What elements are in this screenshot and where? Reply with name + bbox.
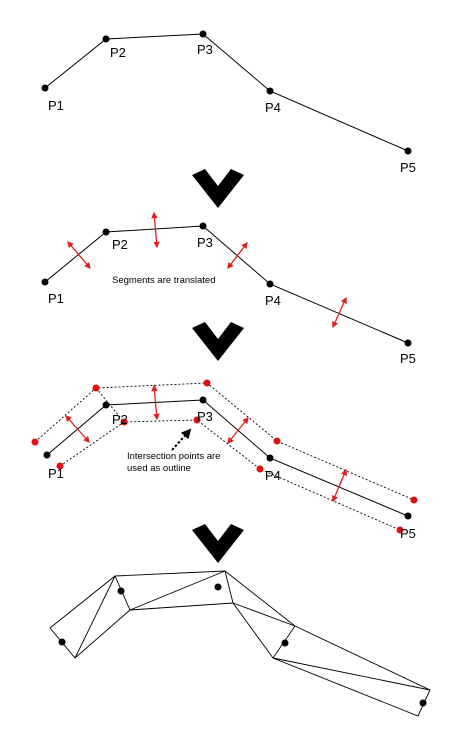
point-p5 (419, 699, 427, 707)
point-p5 (404, 512, 412, 520)
point-p2 (102, 401, 110, 409)
label-p2: P2 (112, 237, 128, 252)
caption-intersection-line2: used as outline (127, 463, 191, 474)
double-headed-arrow-icon (332, 296, 347, 329)
point-p5 (404, 147, 412, 155)
point-p1 (43, 451, 51, 459)
intersection-point (273, 437, 281, 445)
label-p4: P4 (265, 468, 281, 483)
double-headed-arrow-icon (65, 415, 90, 443)
intersection-point (92, 384, 100, 392)
double-headed-arrow-icon (227, 241, 248, 270)
label-p1: P1 (48, 466, 64, 481)
point-p4 (266, 454, 274, 462)
step4-points (58, 583, 427, 707)
point-p4 (281, 639, 289, 647)
label-p1: P1 (48, 291, 64, 306)
point-p2 (117, 587, 125, 595)
double-headed-arrow-icon (227, 416, 249, 445)
intersection-point (193, 416, 201, 424)
point-p1 (58, 638, 66, 646)
point-p2 (102, 228, 110, 236)
point-p4 (266, 87, 274, 95)
step2-polyline: P1 P2 P3 P4 P5 Segments are translated (41, 211, 416, 366)
down-arrow-icon (192, 322, 244, 361)
double-headed-arrow-icon (151, 211, 160, 249)
label-p5: P5 (400, 351, 416, 366)
intersection-point (410, 496, 418, 504)
intersection-point (256, 465, 264, 473)
intersection-point (203, 379, 211, 387)
step1-polyline: P1 P2 P3 P4 P5 (41, 30, 416, 175)
label-p5: P5 (400, 526, 416, 541)
caption-segments-translated: Segments are translated (112, 275, 216, 286)
point-p4 (266, 280, 274, 288)
label-p1: P1 (48, 98, 64, 113)
label-p3: P3 (197, 409, 213, 424)
intersection-point (120, 418, 128, 426)
point-p1 (41, 84, 49, 92)
pointer-arrow-icon (171, 428, 192, 451)
point-p3 (199, 396, 207, 404)
point-p3 (199, 222, 207, 230)
point-p3 (199, 30, 207, 38)
down-arrow-icon (192, 524, 244, 563)
label-p3: P3 (197, 42, 213, 57)
label-p4: P4 (265, 293, 281, 308)
label-p2: P2 (112, 412, 128, 427)
double-headed-arrow-icon (67, 241, 91, 269)
down-arrow-icon (192, 169, 244, 208)
label-p3: P3 (197, 235, 213, 250)
double-headed-arrow-icon (151, 384, 160, 421)
step4-triangulated-outline (49, 570, 431, 717)
label-p5: P5 (400, 160, 416, 175)
intersection-point (396, 526, 404, 534)
point-p5 (404, 339, 412, 347)
caption-intersection-line1: Intersection points are (127, 451, 220, 462)
intersection-point (56, 462, 64, 470)
label-p2: P2 (110, 45, 126, 60)
label-p4: P4 (265, 100, 281, 115)
double-headed-arrow-icon (332, 468, 347, 503)
point-p3 (214, 583, 222, 591)
intersection-point (31, 438, 39, 446)
point-p2 (102, 35, 110, 43)
point-p1 (41, 278, 49, 286)
step3-polyline: P1 P2 P3 P4 P5 Intersection points are u… (31, 379, 418, 541)
